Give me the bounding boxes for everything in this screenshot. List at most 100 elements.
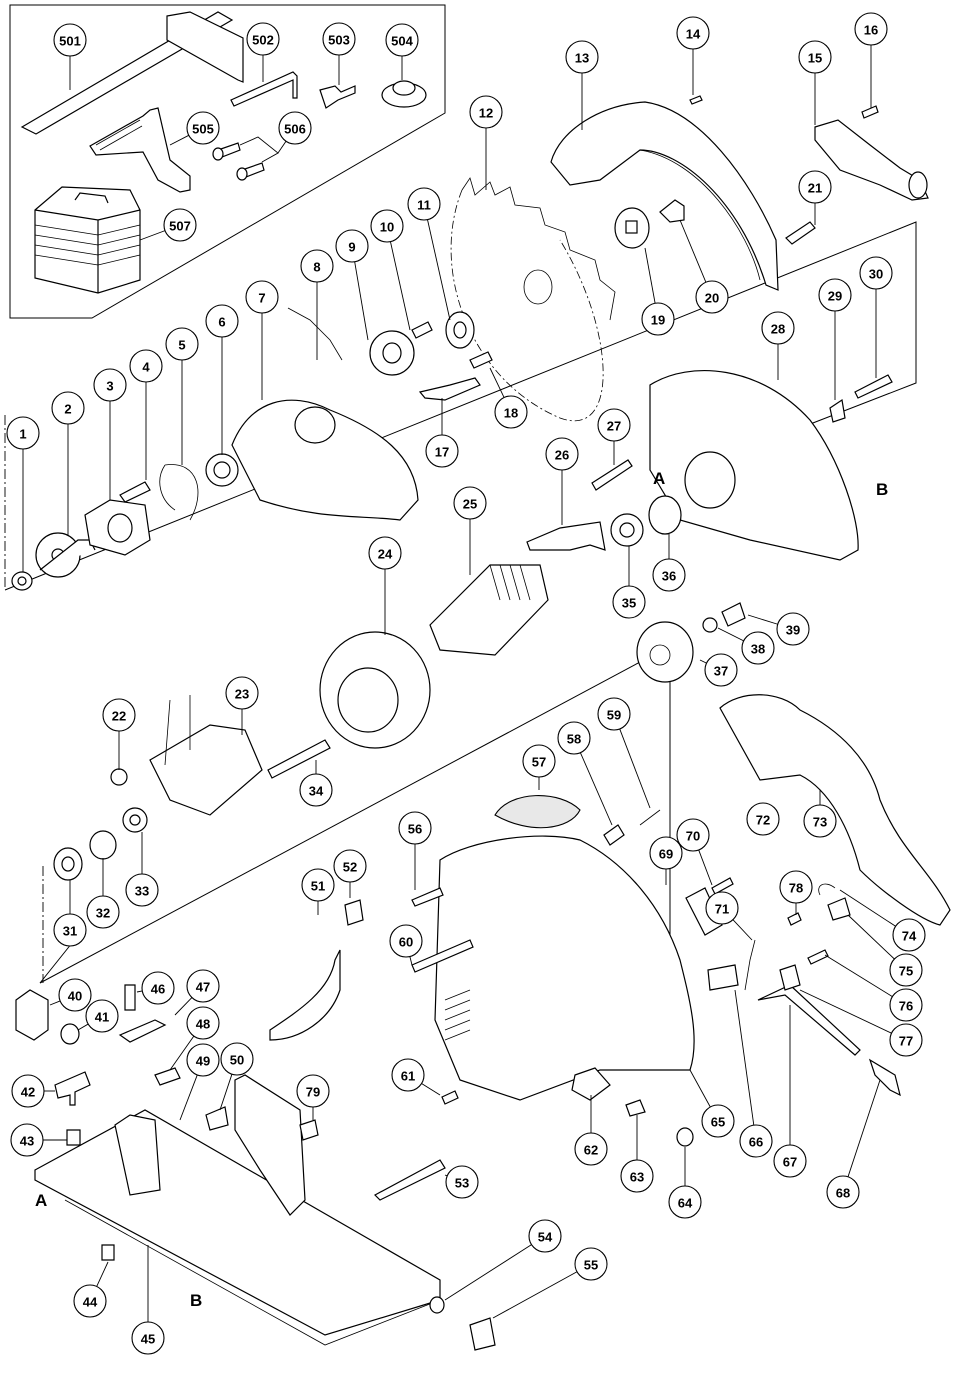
callout-number: 5 (178, 338, 185, 353)
callout-circle (186, 1006, 220, 1040)
leader-line-44 (96, 1261, 109, 1287)
callout-12: 12 (469, 95, 503, 129)
carbon-brush-63 (625, 1099, 646, 1117)
callout-circle (545, 437, 579, 471)
callout-55: 55 (574, 1247, 608, 1281)
callout-65: 65 (701, 1104, 735, 1138)
callout-15: 15 (798, 40, 832, 74)
callout-number: 41 (95, 1010, 109, 1025)
callout-circle (695, 280, 729, 314)
callout-circle (131, 1321, 165, 1355)
callout-circle (322, 22, 356, 56)
leader-line-11 (427, 219, 451, 321)
callout-74: 74 (892, 918, 926, 952)
callout-number: 70 (686, 829, 700, 844)
callout-circle (574, 1247, 608, 1281)
connector-78 (787, 912, 802, 926)
leader-line-77 (799, 989, 892, 1034)
callout-number: 7 (258, 291, 265, 306)
spring-26 (526, 521, 606, 551)
callout-circle (370, 209, 404, 243)
ref-letter-a-lower: A (35, 1191, 47, 1210)
callout-number: 50 (230, 1053, 244, 1068)
knob-40 (15, 989, 49, 1041)
ref-letter-b-upper: B (876, 480, 888, 499)
callout-number: 54 (538, 1230, 553, 1245)
callout-17: 17 (425, 434, 459, 468)
callout-number: 40 (68, 989, 82, 1004)
ring-22 (110, 768, 128, 786)
washer-41 (60, 1023, 80, 1045)
screw-61 (441, 1090, 459, 1105)
wire-71 (744, 939, 756, 991)
callout-circle (51, 391, 85, 425)
callout-number: 12 (479, 106, 493, 121)
accessory-box-frame (9, 4, 446, 319)
washer-19 (614, 207, 650, 249)
callout-circle (773, 1144, 807, 1178)
leader-line-60 (409, 956, 413, 966)
callout-number: 25 (463, 497, 477, 512)
callout-number: 505 (192, 122, 214, 137)
screw-46 (124, 984, 136, 1011)
bearing-cap-32 (89, 830, 117, 860)
callout-502: 502 (246, 22, 280, 56)
callout-circle (245, 280, 279, 314)
callout-23: 23 (225, 676, 259, 710)
callout-70: 70 (676, 818, 710, 852)
callout-number: 38 (751, 642, 765, 657)
callout-number: 68 (836, 1186, 850, 1201)
callout-circle (11, 1074, 45, 1108)
callout-circle (798, 40, 832, 74)
callout-number: 44 (83, 1295, 98, 1310)
callout-circle (86, 895, 120, 929)
callout-number: 32 (96, 906, 110, 921)
callout-number: 15 (808, 51, 822, 66)
washer-54 (429, 1296, 445, 1314)
callout-circle (186, 111, 220, 145)
callout-46: 46 (141, 971, 175, 1005)
callout-number: 20 (705, 291, 719, 306)
lever-17 (418, 377, 481, 401)
depth-guide-49 (114, 1114, 161, 1196)
brush-holder-62 (571, 1067, 611, 1101)
callout-circle (225, 676, 259, 710)
callout-circle (102, 698, 136, 732)
leader-line-39 (747, 614, 778, 625)
callout-circle (398, 811, 432, 845)
riving-knife-51 (269, 949, 341, 1041)
pin-27 (591, 459, 633, 491)
callout-43: 43 (10, 1123, 44, 1157)
callout-circle (53, 23, 87, 57)
callout-circle (85, 999, 119, 1033)
callout-30: 30 (859, 256, 893, 290)
bearing-33 (122, 807, 148, 833)
callout-35: 35 (612, 585, 646, 619)
callout-39: 39 (776, 612, 810, 646)
callout-number: 58 (567, 732, 581, 747)
callout-number: 79 (306, 1085, 320, 1100)
callout-number: 8 (313, 260, 320, 275)
callout-number: 31 (63, 924, 77, 939)
washer-38 (702, 617, 718, 633)
callout-number: 72 (756, 813, 770, 828)
callout-number: 46 (151, 982, 165, 997)
bearing-1 (11, 571, 33, 591)
callout-27: 27 (597, 408, 631, 442)
callout-number: 27 (607, 419, 621, 434)
callout-circle (125, 873, 159, 907)
callout-number: 30 (869, 267, 883, 282)
callout-circle (889, 988, 923, 1022)
armature-25 (429, 564, 549, 656)
callout-circle (494, 395, 528, 429)
screw-48 (154, 1067, 181, 1086)
callout-22: 22 (102, 698, 136, 732)
callout-number: 71 (715, 902, 729, 917)
washer-504 (381, 80, 427, 108)
callout-circle (597, 408, 631, 442)
callout-circle (469, 95, 503, 129)
carrying-case-507 (34, 186, 141, 294)
callout-47: 47 (186, 969, 220, 1003)
terminal-66 (707, 964, 739, 991)
brush-holder-31 (53, 847, 83, 881)
